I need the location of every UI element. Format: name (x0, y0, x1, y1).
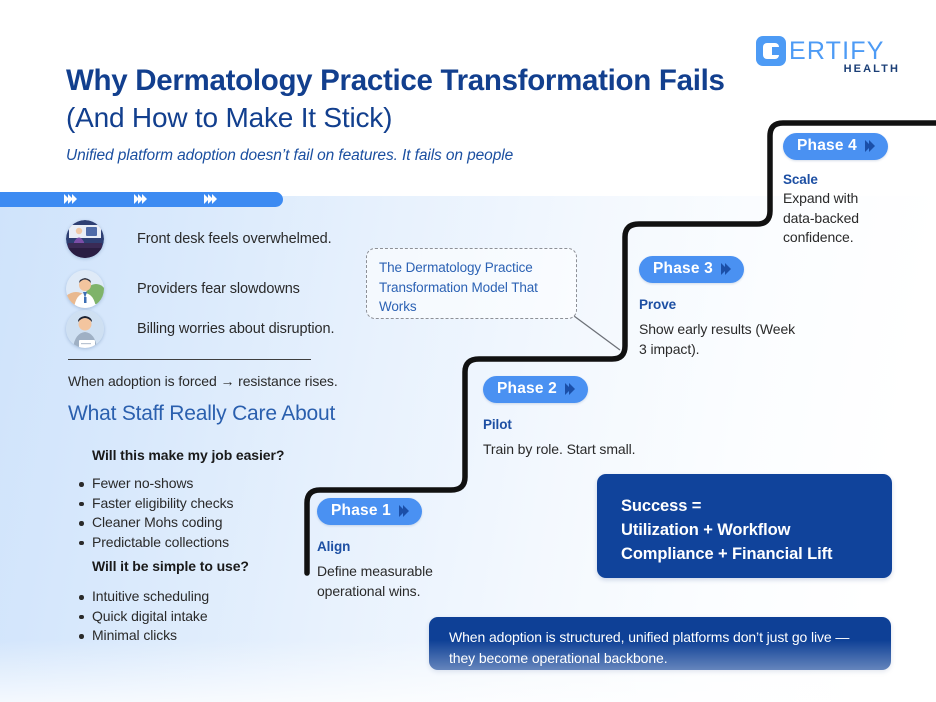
double-chevron-icon (721, 263, 731, 275)
phase-2-badge-label: Phase 2 (497, 380, 557, 397)
billing-avatar (66, 310, 104, 348)
staff-benefit-list-1: Fewer no-shows Faster eligibility checks… (70, 474, 234, 553)
list-item: Fewer no-shows (78, 474, 233, 494)
closing-statement-banner: When adoption is structured, unified pla… (429, 617, 891, 670)
staff-question-2: Will it be simple to use? (92, 558, 249, 574)
section-divider (68, 359, 311, 360)
phase-4-title: Scale (783, 172, 818, 187)
persona-label: Providers fear slowdowns (137, 281, 300, 297)
phase-2-title: Pilot (483, 417, 512, 432)
list-item: Predictable collections (78, 533, 233, 553)
certify-c-mark-icon (756, 36, 786, 66)
staff-section-heading: What Staff Really Care About (68, 402, 336, 425)
success-line-3: Compliance + Financial Lift (621, 545, 833, 563)
model-callout-text: The Dermatology Practice Transformation … (379, 260, 538, 314)
persona-row: Front desk feels overwhelmed. (66, 220, 332, 258)
phase-4-description: Expand with data-backed confidence. (783, 190, 859, 245)
front-desk-avatar (66, 220, 104, 258)
double-chevron-icon (565, 383, 575, 395)
model-callout-box: The Dermatology Practice Transformation … (366, 248, 577, 319)
chevron-group-3-icon (204, 194, 217, 204)
chevron-group-2-icon (134, 194, 147, 204)
success-formula-text: Success = Utilization + Workflow Complia… (621, 494, 892, 566)
logo-wordmark: ERTIFY (789, 37, 885, 65)
phase-1-description: Define measurable operational wins. (317, 563, 433, 599)
forced-adoption-note: When adoption is forced → resistance ris… (68, 373, 338, 389)
phase-block-2: Phase 2 Pilot Train by role. Start small… (483, 376, 683, 460)
phase-1-badge[interactable]: Phase 1 (317, 498, 422, 525)
success-line-1: Success = (621, 497, 702, 515)
title-line-1: Why Dermatology Practice Transformation … (66, 64, 725, 97)
list-item: Intuitive scheduling (78, 587, 209, 607)
phase-1-title: Align (317, 539, 351, 554)
phase-1-badge-label: Phase 1 (331, 502, 391, 519)
logo-subtext: HEALTH (843, 63, 900, 75)
subtitle: Unified platform adoption doesn’t fail o… (66, 146, 514, 164)
certify-health-logo: ERTIFY HEALTH (756, 36, 902, 76)
phase-block-4: Phase 4 Scale Expand with data-backed co… (783, 133, 923, 248)
persona-row: Billing worries about disruption. (66, 310, 334, 348)
list-item: Faster eligibility checks (78, 494, 234, 514)
phase-4-badge-label: Phase 4 (797, 137, 857, 154)
chevron-progress-bar (0, 192, 283, 207)
phase-block-1: Phase 1 Align Define measurable operatio… (317, 498, 497, 601)
phase-3-badge-label: Phase 3 (653, 260, 713, 277)
persona-row: Providers fear slowdowns (66, 270, 300, 308)
persona-label: Billing worries about disruption. (137, 321, 335, 337)
double-chevron-icon (399, 505, 409, 517)
chevron-group-1-icon (64, 194, 77, 204)
double-chevron-icon (865, 140, 875, 152)
page-title: Why Dermatology Practice Transformation … (66, 64, 766, 165)
title-line-2: (And How to Make It Stick) (66, 101, 393, 133)
phase-2-badge[interactable]: Phase 2 (483, 376, 588, 403)
success-line-2: Utilization + Workflow (621, 521, 791, 539)
staff-question-1: Will this make my job easier? (92, 447, 285, 463)
closing-statement-text: When adoption is structured, unified pla… (449, 629, 850, 666)
phase-3-badge[interactable]: Phase 3 (639, 256, 744, 283)
phase-3-title: Prove (639, 297, 677, 312)
list-item: Quick digital intake (78, 607, 209, 627)
list-item: Minimal clicks (78, 626, 209, 646)
list-item: Cleaner Mohs coding (78, 513, 233, 533)
phase-3-description: Show early results (Week 3 impact). (639, 321, 796, 357)
staff-benefit-list-2: Intuitive scheduling Quick digital intak… (70, 587, 209, 646)
persona-label: Front desk feels overwhelmed. (137, 231, 332, 247)
success-formula-box: Success = Utilization + Workflow Complia… (597, 474, 892, 578)
phase-block-3: Phase 3 Prove Show early results (Week 3… (639, 256, 814, 359)
phase-2-description: Train by role. Start small. (483, 441, 636, 457)
phase-4-badge[interactable]: Phase 4 (783, 133, 888, 160)
provider-avatar (66, 270, 104, 308)
